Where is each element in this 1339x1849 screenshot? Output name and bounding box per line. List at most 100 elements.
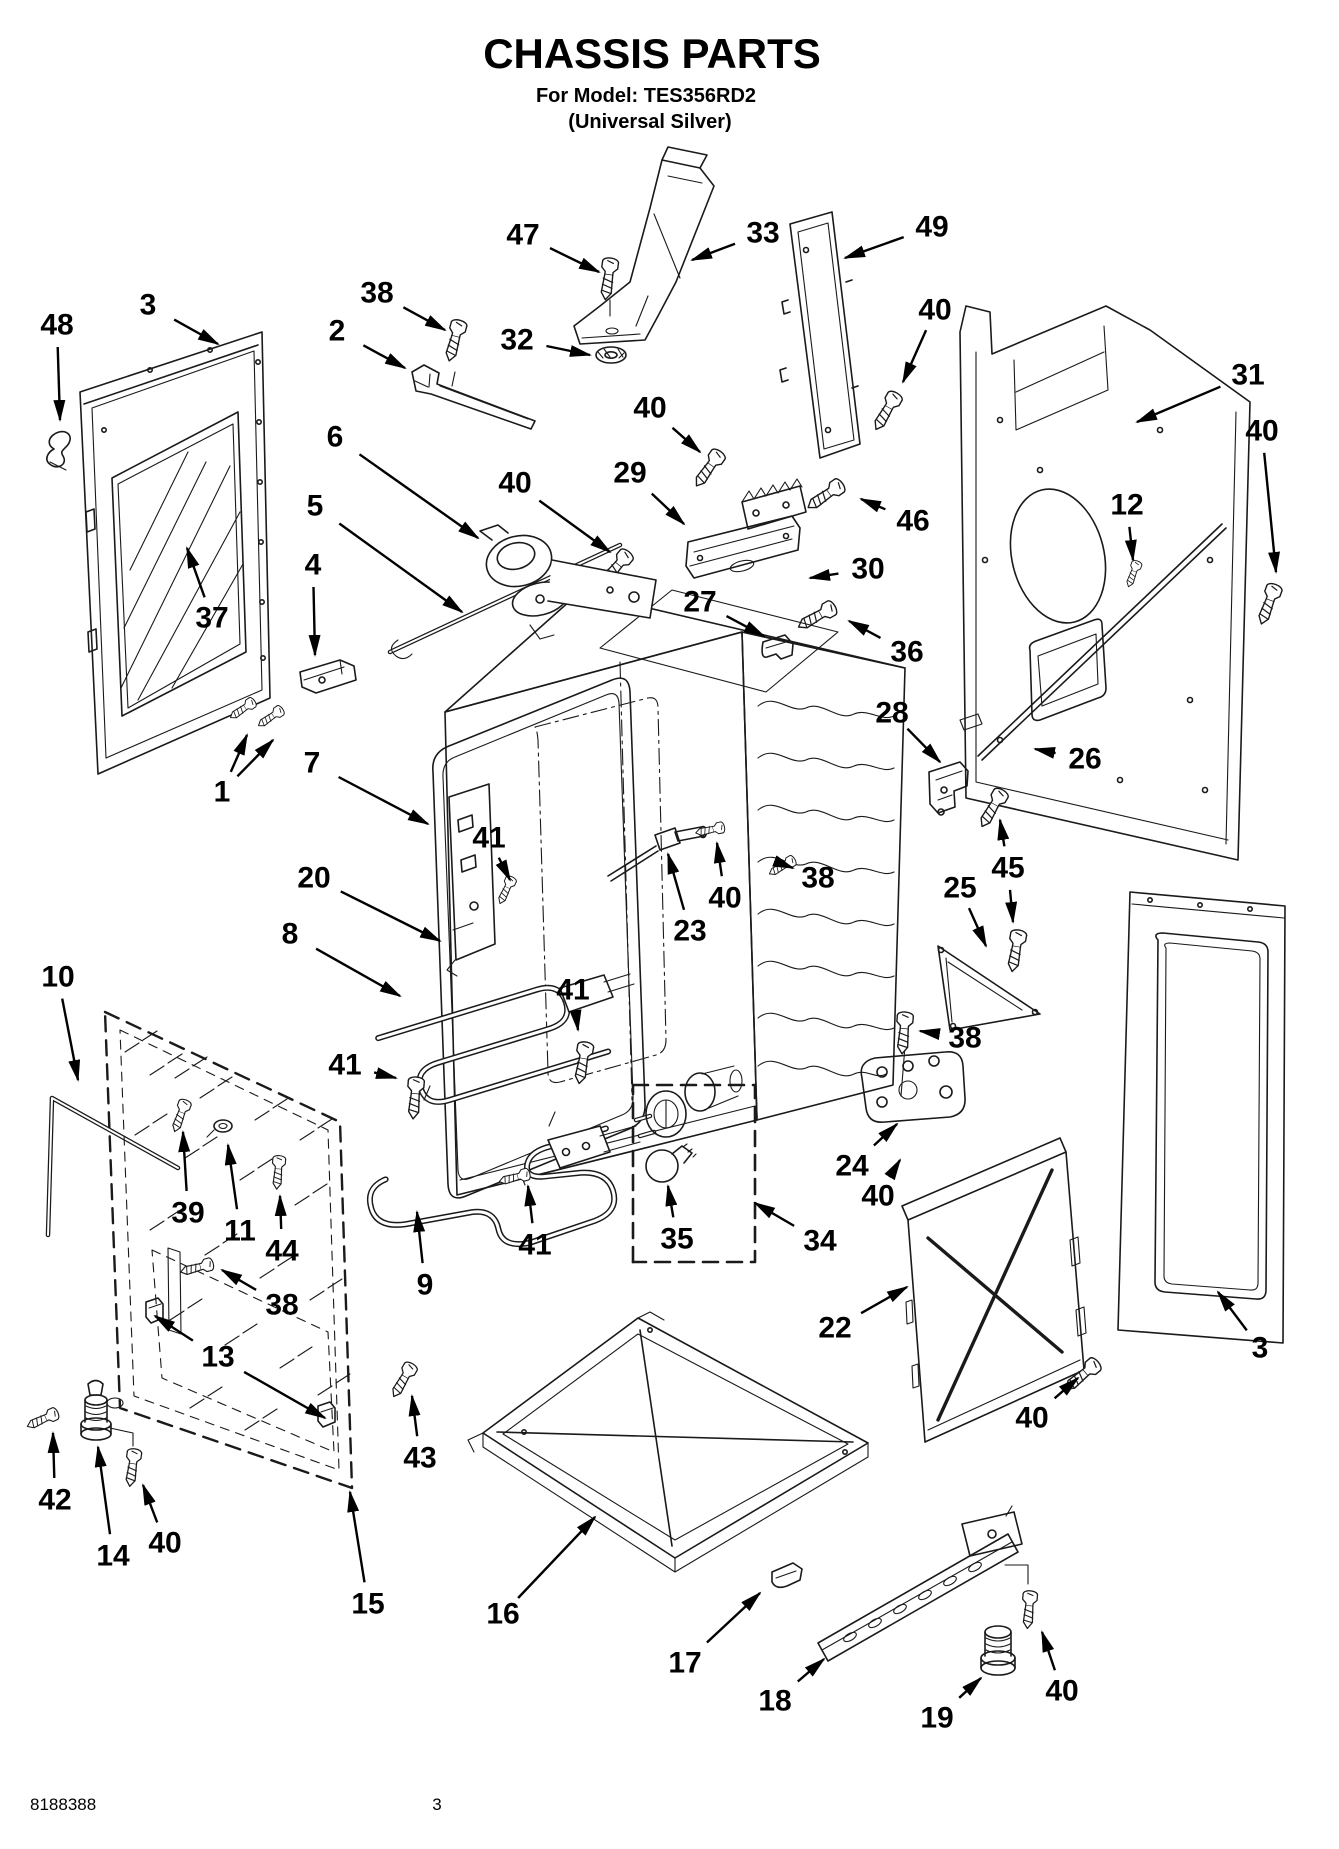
screw-38 [440, 317, 469, 364]
callout-leader-41 [495, 857, 512, 882]
washer-32 [595, 346, 627, 364]
callout-41: 41 [472, 822, 505, 855]
callout-leader-40 [1263, 452, 1280, 574]
callout-12: 12 [1110, 489, 1143, 522]
light-bulb-35 [645, 1143, 697, 1183]
callout-2: 2 [329, 315, 346, 348]
support-bracket-2 [411, 364, 536, 430]
callout-4: 4 [305, 549, 322, 582]
callout-32: 32 [500, 324, 533, 357]
callout-leader-33 [690, 242, 736, 262]
callout-39: 39 [171, 1197, 204, 1230]
page-title: CHASSIS PARTS [483, 30, 821, 77]
rear-panel [959, 305, 1251, 861]
callout-15: 15 [351, 1588, 384, 1621]
screw-38 [766, 853, 799, 880]
callout-leader-28 [906, 727, 942, 764]
oven-sensor-23 [607, 825, 708, 882]
callout-leader-17 [706, 1591, 762, 1644]
callout-48: 48 [40, 309, 73, 342]
bake-element-9 [366, 1113, 657, 1248]
callout-leader-40 [1053, 1376, 1080, 1400]
screw-40 [693, 820, 727, 839]
screw-41 [494, 873, 519, 907]
screw-45 [1003, 927, 1029, 974]
rear-cover-22 [901, 1137, 1087, 1443]
callout-41: 41 [556, 974, 589, 1007]
screw-1 [254, 703, 287, 731]
callout-41: 41 [328, 1049, 361, 1082]
callout-leader-1 [229, 733, 249, 773]
callout-40: 40 [498, 467, 531, 500]
callout-41: 41 [518, 1229, 551, 1262]
callout-leader-25 [967, 907, 988, 948]
callout-leader-35 [665, 1184, 678, 1218]
light-assembly-34 [631, 1065, 757, 1264]
callout-11: 11 [224, 1215, 256, 1248]
callout-leader-38 [772, 855, 795, 870]
callout-42: 42 [38, 1484, 71, 1517]
callout-leader-48 [53, 346, 66, 422]
clip-17 [771, 1562, 803, 1589]
latch-plate-20 [446, 783, 496, 977]
callout-leader-42 [47, 1431, 60, 1479]
callout-leader-45 [1005, 889, 1018, 924]
doc-number: 8188388 [30, 1795, 96, 1814]
screw-40 [121, 1447, 143, 1489]
callout-leader-13 [153, 1314, 194, 1342]
callout-leader-40 [884, 1158, 902, 1181]
callout-leader-40 [671, 426, 702, 454]
callout-leader-10 [61, 998, 81, 1082]
screw-43 [386, 1359, 420, 1401]
mounting-bracket-24 [860, 1045, 966, 1124]
hinge-bracket-28 [928, 761, 969, 816]
front-rail-18 [817, 1505, 1023, 1662]
callout-5: 5 [307, 490, 324, 523]
callout-30: 30 [851, 553, 884, 586]
callout-22: 22 [818, 1312, 851, 1345]
callout-leader-32 [546, 344, 592, 357]
screw-42 [24, 1405, 62, 1433]
screw-44 [269, 1154, 287, 1191]
retainer-wire-10 [45, 1095, 181, 1238]
callout-leader-4 [308, 586, 321, 657]
callout-34: 34 [803, 1225, 837, 1258]
callout-leader-34 [753, 1201, 795, 1227]
door-clip [46, 430, 71, 471]
callout-7: 7 [304, 747, 321, 780]
callout-38: 38 [265, 1289, 298, 1322]
callout-38: 38 [360, 277, 393, 310]
callout-26: 26 [1068, 743, 1101, 776]
callout-49: 49 [915, 211, 948, 244]
insulation-hatch [124, 1030, 351, 1431]
callout-47: 47 [506, 219, 539, 252]
callout-leader-41 [569, 1009, 582, 1032]
callout-17: 17 [668, 1647, 701, 1680]
latch-motor-assembly-6 [387, 524, 657, 660]
callout-40: 40 [708, 882, 741, 915]
callout-leader-43 [408, 1394, 421, 1437]
callout-leader-47 [549, 247, 601, 274]
screw-45 [974, 785, 1011, 832]
callout-1: 1 [214, 776, 231, 809]
broil-element-8 [375, 973, 635, 1127]
callout-40: 40 [1045, 1675, 1078, 1708]
callout-leader-40 [538, 499, 612, 554]
callout-25: 25 [943, 872, 976, 905]
callout-leader-46 [859, 497, 886, 513]
callout-leader-3 [173, 318, 220, 346]
callout-leader-22 [860, 1285, 909, 1315]
callout-leader-1 [236, 738, 275, 778]
vent-duct [573, 146, 715, 345]
callout-40: 40 [148, 1527, 181, 1560]
callout-38: 38 [948, 1022, 981, 1055]
callout-9: 9 [417, 1269, 434, 1302]
callout-leader-49 [843, 235, 905, 260]
left-side-panel [79, 331, 271, 775]
callout-leader-2 [362, 344, 407, 370]
callout-31: 31 [1231, 359, 1264, 392]
callout-40: 40 [861, 1180, 894, 1213]
callout-leader-14 [94, 1445, 112, 1535]
